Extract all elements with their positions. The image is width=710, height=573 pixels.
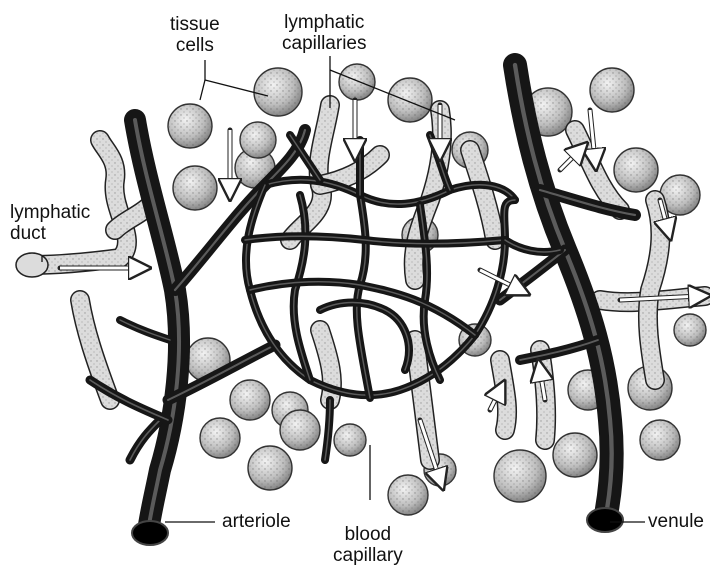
arteriole-opening	[132, 521, 168, 545]
tissue-cell-texture-7	[615, 149, 657, 191]
label-blood-capillary: blood capillary	[333, 524, 403, 566]
tissue-cell-texture-2	[169, 105, 211, 147]
tissue-cell-texture-17	[249, 447, 291, 489]
tissue-cell-texture-15	[231, 381, 269, 419]
tissue-cell-texture-29	[335, 425, 365, 455]
venule-branch-mid-highlight	[500, 250, 565, 300]
lymphatic-duct-end	[16, 253, 48, 277]
label-tissue-cells: tissue cells	[170, 14, 220, 56]
tissue-cell-texture-3	[340, 65, 374, 99]
label-lymphatic-duct: lymphatic duct	[10, 202, 90, 244]
label-blood-capillary-line2: capillary	[333, 545, 403, 566]
leader-tissue-cells-2	[200, 80, 205, 100]
tissue-cell-texture-19	[281, 411, 319, 449]
label-tissue-cells-line1: tissue	[170, 14, 220, 35]
tissue-cell-texture-4	[389, 79, 431, 121]
lymphatic-capillary-shade-13	[500, 360, 507, 430]
tissue-cell-texture-22	[495, 451, 545, 501]
tissue-cell-texture-16	[201, 419, 239, 457]
venule-opening	[587, 508, 623, 532]
tissue-cell-texture-27	[675, 315, 705, 345]
tissue-cell-texture-6	[591, 69, 633, 111]
label-lymphatic-capillaries: lymphatic capillaries	[282, 12, 366, 54]
flow-arrow-12	[560, 150, 580, 170]
label-lymphatic-duct-line2: duct	[10, 223, 90, 244]
tissue-cell-texture-20	[389, 476, 427, 514]
tissue-cell-texture-10	[241, 123, 275, 157]
blood-capillary-segment-6	[357, 195, 370, 398]
label-tissue-cells-line2: cells	[170, 35, 220, 56]
tissue-cell-texture-23	[554, 434, 596, 476]
tissue-cell-texture-26	[641, 421, 679, 459]
label-arteriole: arteriole	[222, 511, 291, 532]
label-blood-capillary-line1: blood	[333, 524, 403, 545]
label-lymphatic-capillaries-line1: lymphatic	[282, 12, 366, 33]
label-lymphatic-duct-line1: lymphatic	[10, 202, 90, 223]
label-lymphatic-capillaries-line2: capillaries	[282, 33, 366, 54]
tissue-cell-texture-11	[174, 167, 216, 209]
tissue-cell-texture-1	[255, 69, 301, 115]
label-venule: venule	[648, 511, 704, 532]
